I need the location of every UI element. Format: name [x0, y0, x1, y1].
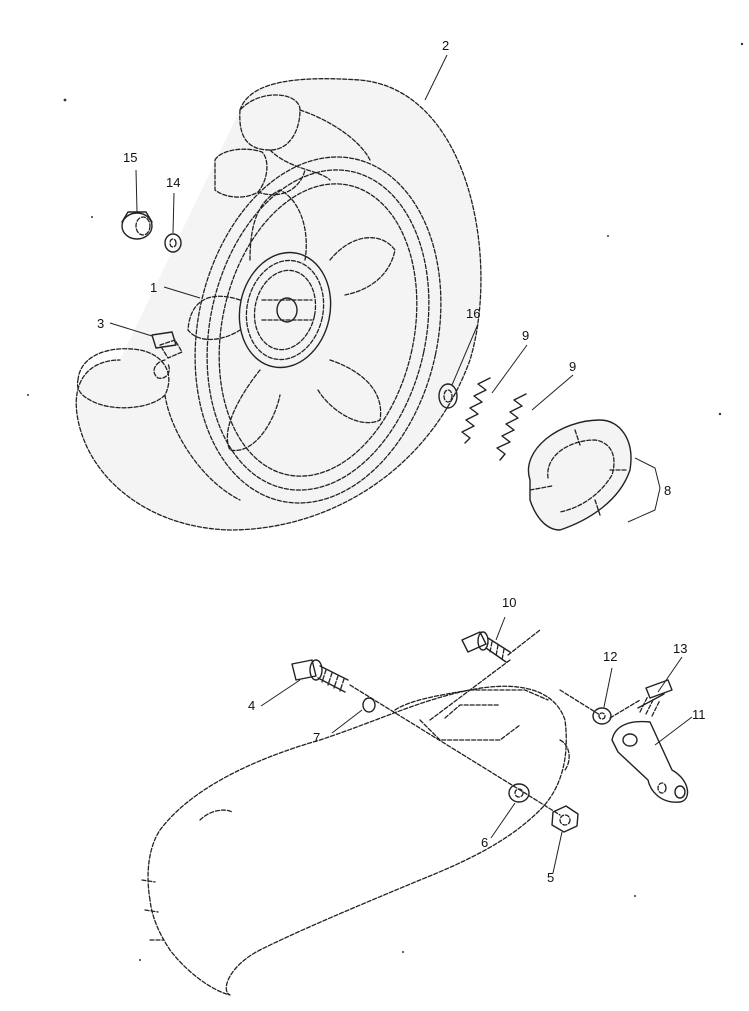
spring-9-right [496, 393, 527, 461]
callout-1: 1 [150, 280, 157, 295]
callout-7: 7 [313, 730, 320, 745]
callout-4: 4 [248, 698, 255, 713]
valve-stem [151, 331, 177, 349]
callout-13: 13 [673, 641, 687, 656]
bracket-11 [611, 720, 689, 803]
callout-11: 11 [692, 707, 706, 722]
callout-9-right: 9 [569, 359, 576, 374]
callout-2: 2 [442, 38, 449, 53]
o-ring-7 [362, 697, 376, 713]
brake-shoe-set [527, 419, 632, 531]
washer-12 [592, 707, 612, 725]
nut-5 [551, 805, 579, 833]
bolt-4 [291, 659, 349, 693]
spring-9-left [461, 377, 491, 444]
callout-3: 3 [97, 316, 104, 331]
scan-specks [27, 42, 744, 961]
callout-14: 14 [166, 175, 180, 190]
transmission-case [141, 685, 570, 996]
washer-16 [438, 383, 458, 409]
wheel-rim [153, 148, 442, 504]
callout-6: 6 [481, 835, 488, 850]
callout-15: 15 [123, 150, 137, 165]
assembly-guide-lines [349, 629, 641, 816]
washer-14 [164, 233, 182, 253]
callout-12: 12 [603, 649, 617, 664]
callout-8: 8 [664, 483, 671, 498]
callout-16: 16 [466, 306, 480, 321]
callout-9-left: 9 [522, 328, 529, 343]
leader-lines [109, 54, 693, 874]
callout-5: 5 [547, 870, 554, 885]
callout-10: 10 [502, 595, 516, 610]
bolt-10 [461, 631, 511, 663]
bolt-13 [637, 679, 673, 717]
callout-labels: 2 15 14 1 3 16 9 9 8 10 12 13 4 11 7 6 5 [97, 38, 706, 885]
nut-15 [121, 211, 153, 240]
